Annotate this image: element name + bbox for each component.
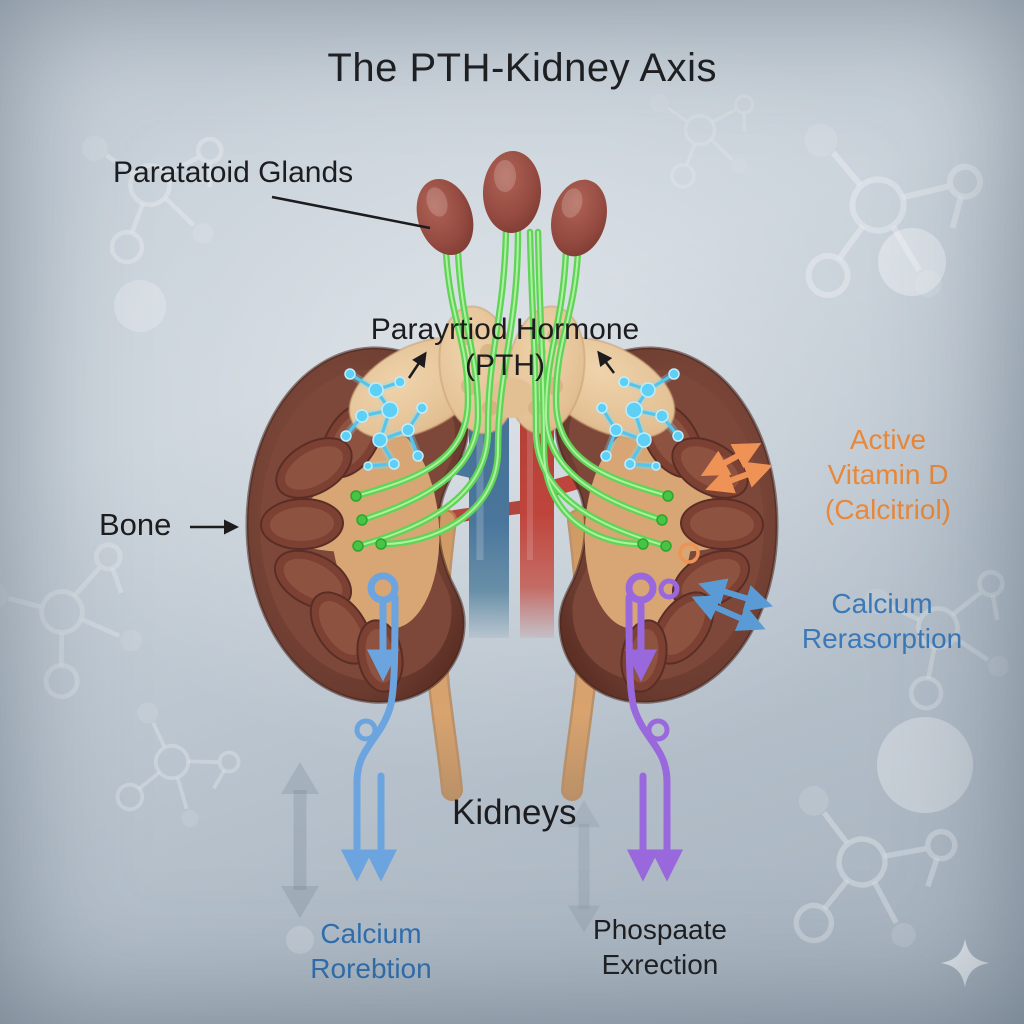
pth-ducts <box>350 228 674 552</box>
pth-arrow-left <box>407 351 427 379</box>
vitamin-d-arrows <box>678 443 773 564</box>
ureters <box>425 509 599 801</box>
vitamin-d-site-ring <box>678 542 700 564</box>
label-calcium-excretion: Calcium Rorebtion <box>310 918 432 984</box>
label-calcium-reabsorption: Calcium Rerasorption <box>801 588 963 654</box>
background-arrow-motif <box>281 762 319 918</box>
label-active-vitamin-d: Active Vitamin D (Calcitriol) <box>825 424 951 525</box>
background-molecule-motifs <box>0 91 1022 973</box>
pth-arrow-right <box>597 350 615 374</box>
label-bone: Bone <box>99 507 172 542</box>
calcium-reabsorption-arrows <box>691 578 773 631</box>
page-title: The PTH-Kidney Axis <box>327 46 718 90</box>
label-kidneys: Kidneys <box>452 793 577 832</box>
label-leader-lines <box>190 195 615 535</box>
label-phosphate-excretion: Phospaate Exrection <box>593 914 727 980</box>
parathyroid-leader-line <box>271 195 431 230</box>
sparkle-icon <box>941 939 989 987</box>
duct-tips <box>350 490 674 552</box>
parathyroid-glands <box>416 151 607 257</box>
label-pth: Parayrtiod Hormone (PTH) <box>370 313 640 382</box>
label-parathyroid-glands: Paratatoid Glands <box>113 156 354 189</box>
phosphate-flow-path <box>624 572 684 882</box>
calcium-flow-path <box>340 572 400 882</box>
